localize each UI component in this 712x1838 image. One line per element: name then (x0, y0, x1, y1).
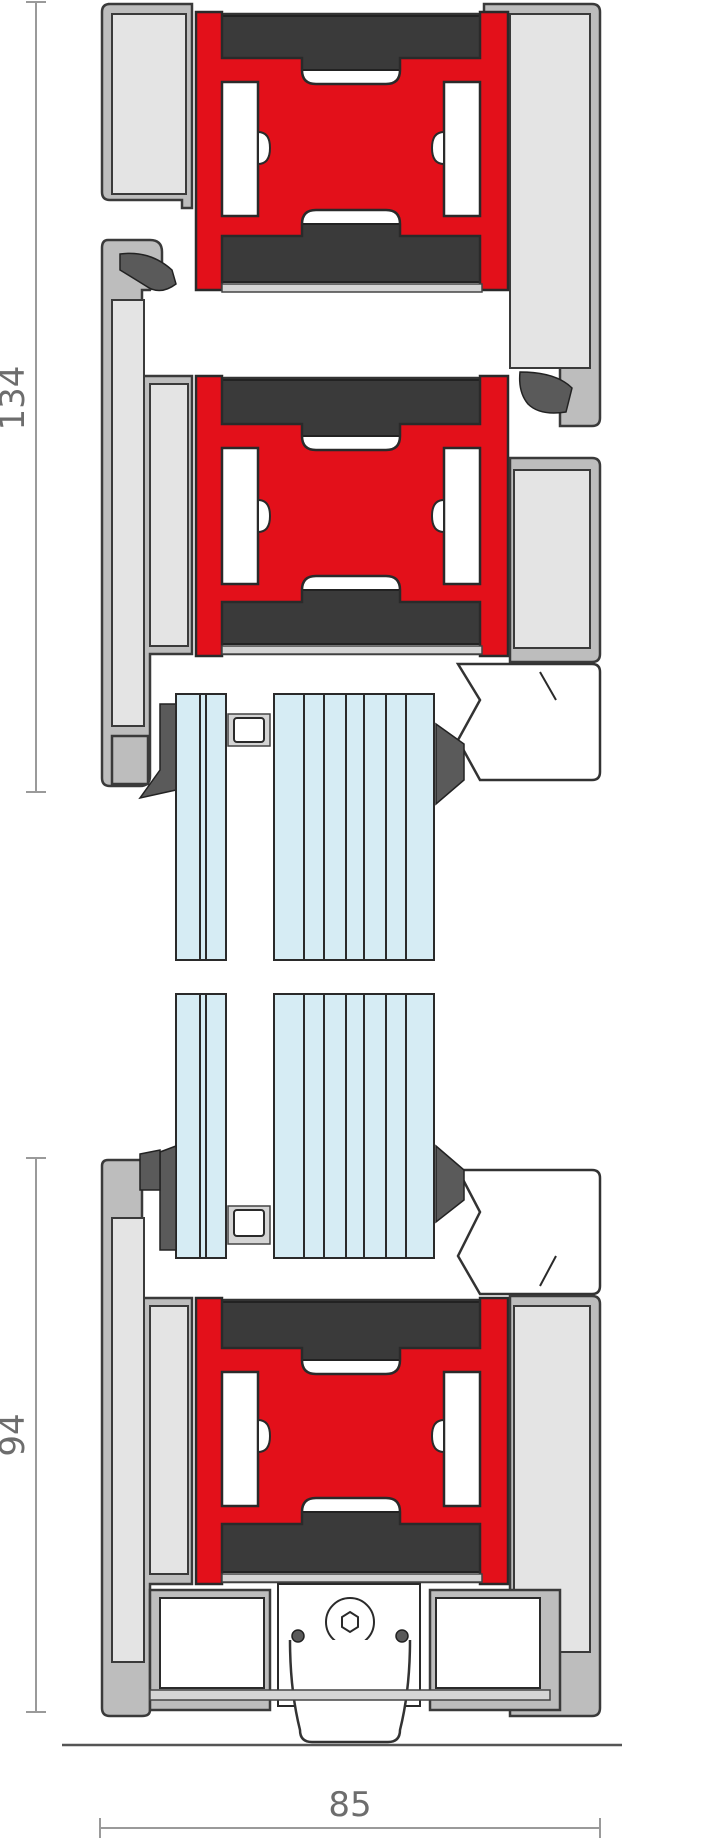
dimension-134: 134 (0, 1, 46, 793)
dimension-94: 94 (0, 1157, 46, 1713)
sash-upper-profile (100, 238, 602, 788)
dimension-85: 85 (62, 1743, 622, 1838)
gasket-top-left (119, 252, 573, 414)
glass-unit-top (175, 693, 435, 961)
dimension-label-width: 85 (328, 1785, 371, 1825)
glass-unit-bottom (175, 993, 435, 1259)
dimension-label-upper: 134 (0, 366, 33, 431)
bottom-frame-profile (148, 1294, 602, 1744)
top-frame-profile (100, 2, 602, 428)
sash-lower-profile (100, 1144, 602, 1718)
glazing-gasket-upper (138, 703, 465, 806)
dimension-label-lower: 94 (0, 1413, 33, 1456)
